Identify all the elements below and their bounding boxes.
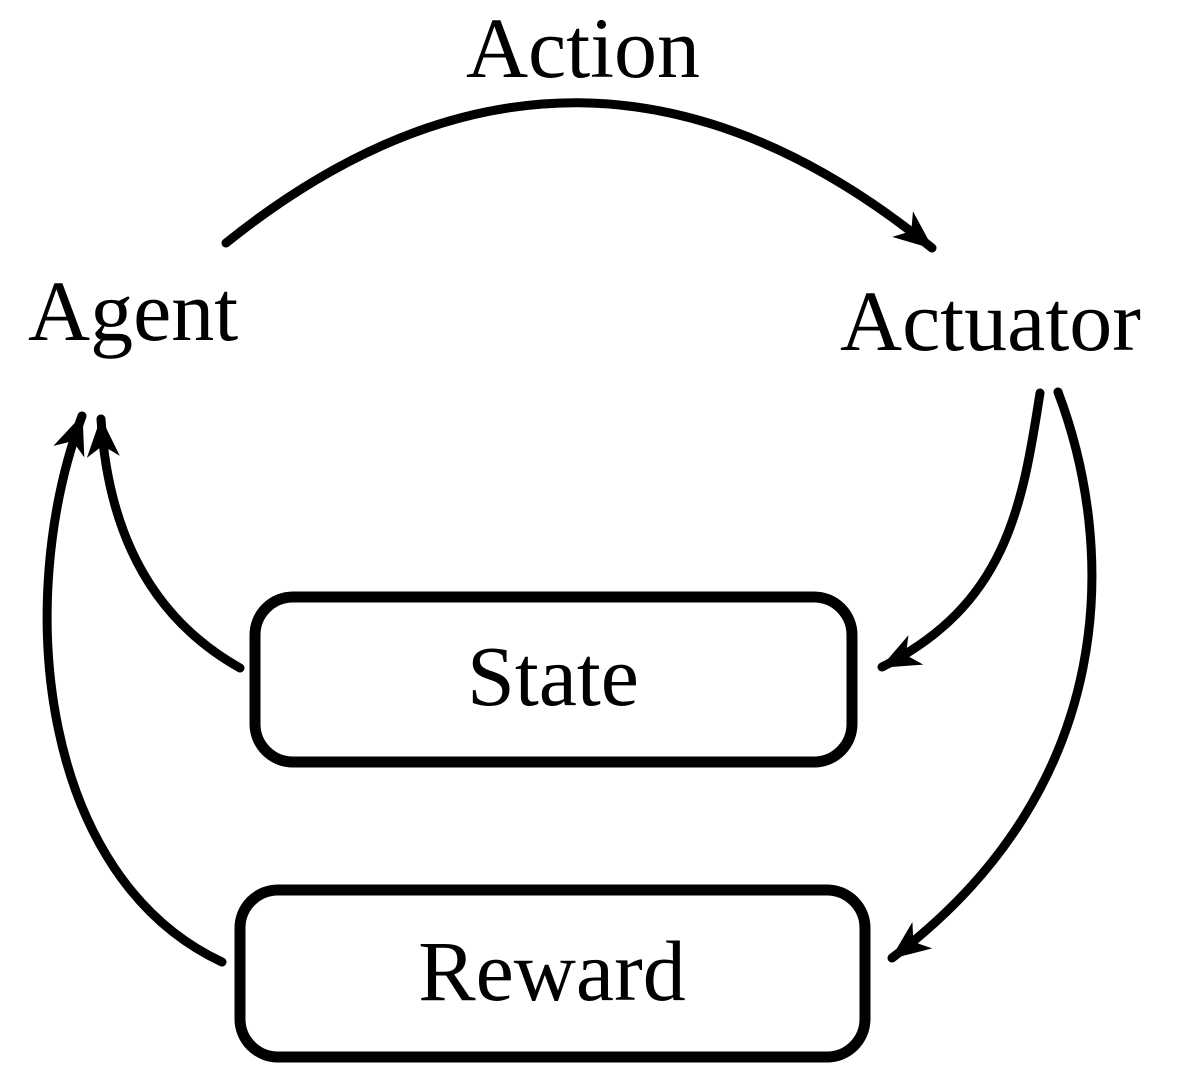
edge-reward-to-agent-arrow	[42, 411, 227, 967]
edge-state-to-agent-arrow	[86, 414, 245, 673]
edge-actuator-to-reward-arrow	[887, 387, 1097, 963]
action-edge-label: Action	[466, 0, 700, 96]
agent-node-label: Agent	[28, 263, 238, 359]
state-node-label: State	[467, 628, 639, 724]
reward-node-box	[234, 884, 871, 1063]
edge-agent-to-actuator-arrow	[221, 98, 937, 253]
reward-node-label: Reward	[418, 923, 685, 1019]
edge-actuator-to-state-arrow	[877, 388, 1045, 672]
actuator-node-label: Actuator	[840, 273, 1141, 369]
state-node-box	[249, 591, 858, 768]
